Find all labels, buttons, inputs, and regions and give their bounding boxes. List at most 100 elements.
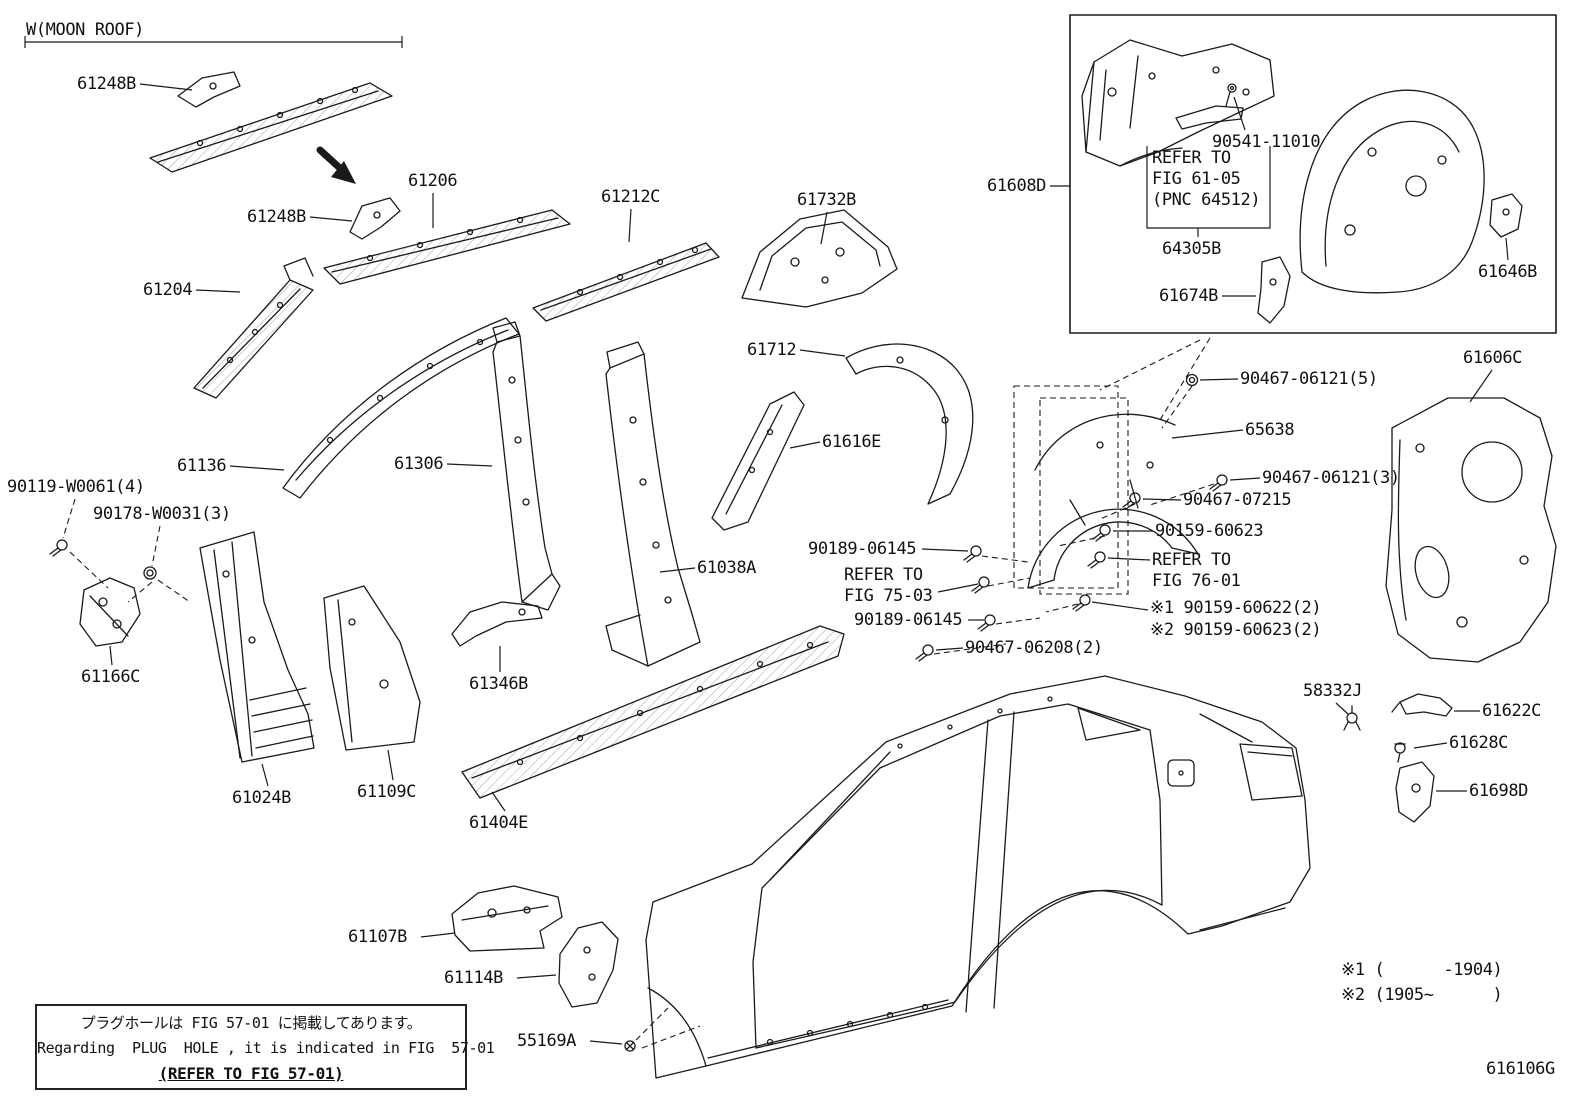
part-61248b-a-drawing — [177, 71, 241, 108]
footnote-2: ※2 (1905~ ) — [1341, 985, 1503, 1005]
label-90467-07215: 90467-07215 — [1183, 490, 1292, 510]
part-61204-drawing — [193, 257, 314, 399]
label-61628c: 61628C — [1449, 733, 1509, 753]
part-61732b-drawing — [741, 209, 898, 308]
direction-arrow-icon — [316, 146, 356, 184]
leader-lines — [24, 36, 1509, 1045]
label-61212c: 61212C — [601, 187, 661, 207]
part-61114b-drawing — [558, 921, 619, 1008]
part-65638-drawing — [1027, 413, 1199, 589]
bolt-90189-b-icon — [977, 614, 996, 632]
label-61622c: 61622C — [1482, 701, 1542, 721]
label-61107b: 61107B — [348, 927, 408, 947]
plug-hole-note-box: プラグホールは FIG 57-01 に掲載してあります。 Regarding P… — [35, 1004, 495, 1090]
part-61024b-drawing — [199, 531, 315, 763]
part-61109c-drawing — [323, 585, 421, 751]
part-61622c-drawing — [1391, 693, 1453, 717]
part-roof-rail-upper-drawing — [149, 82, 393, 173]
label-58332j: 58332J — [1303, 681, 1363, 701]
label-61136: 61136 — [177, 456, 227, 476]
part-61107b-drawing — [451, 885, 563, 952]
figure-code: 616106G — [1486, 1059, 1555, 1079]
bolt-90159-60623-icon — [1092, 524, 1111, 542]
nut-90178-icon — [143, 566, 157, 580]
label-61038a: 61038A — [697, 558, 757, 578]
refer-fig-61-05-line2: FIG 61-05 — [1152, 169, 1241, 189]
dashed-lines — [62, 337, 1215, 1049]
part-61698d-drawing — [1395, 761, 1435, 823]
bolt-90467-06121-3-icon — [1209, 474, 1228, 492]
label-61404e: 61404E — [469, 813, 529, 833]
label-61248b-b: 61248B — [247, 207, 307, 227]
label-star2-90159-60623: ※2 90159-60623(2) — [1150, 620, 1322, 640]
part-61712-drawing — [845, 343, 974, 505]
refer-fig-76-01-line2: FIG 76-01 — [1152, 571, 1241, 591]
label-64305b: 64305B — [1162, 239, 1222, 259]
label-61698d: 61698D — [1469, 781, 1529, 801]
label-61712: 61712 — [747, 340, 797, 360]
part-61212c-drawing — [532, 242, 720, 322]
label-61346b: 61346B — [469, 674, 529, 694]
label-90159-60623: 90159-60623 — [1155, 521, 1264, 541]
label-61674b: 61674B — [1159, 286, 1219, 306]
label-90467-06208: 90467-06208(2) — [965, 638, 1103, 658]
label-61608d: 61608D — [987, 176, 1047, 196]
part-61038a-drawing — [605, 341, 701, 667]
part-61306-drawing — [492, 321, 561, 611]
label-55169a: 55169A — [517, 1031, 577, 1051]
bolt-90159-star-icon — [1072, 594, 1091, 612]
label-61166c: 61166C — [81, 667, 141, 687]
label-61646b: 61646B — [1478, 262, 1538, 282]
note-line-japanese: プラグホールは FIG 57-01 に掲載してあります。 — [80, 1014, 422, 1032]
part-quarter-wheelhouse-outer-drawing — [1299, 89, 1485, 294]
label-90119-w0061: 90119-W0061(4) — [7, 477, 145, 497]
part-61674b-drawing — [1257, 256, 1291, 324]
refer-fig-75-03-line1: REFER TO — [844, 565, 923, 585]
bolt-90467-06208-icon — [915, 644, 934, 662]
label-61606c: 61606C — [1463, 348, 1523, 368]
label-61114b: 61114B — [444, 968, 504, 988]
label-61024b: 61024B — [232, 788, 292, 808]
label-90178-w0031: 90178-W0031(3) — [93, 504, 231, 524]
part-61628c-drawing — [1394, 742, 1406, 763]
bolt-refer-7601-icon — [1087, 551, 1106, 569]
footnote-1: ※1 ( -1904) — [1341, 960, 1503, 980]
moon-roof-bracket — [24, 36, 403, 48]
refer-6105-bracket — [1146, 146, 1271, 237]
label-61616e: 61616E — [822, 432, 882, 452]
refer-fig-76-01-line1: REFER TO — [1152, 550, 1231, 570]
part-90541-drawing — [1175, 105, 1244, 130]
part-61404e-drawing — [461, 625, 845, 799]
note-line-english: Regarding PLUG HOLE , it is indicated in… — [37, 1039, 495, 1057]
label-90467-06121-5: 90467-06121(5) — [1240, 369, 1378, 389]
label-61206: 61206 — [408, 171, 458, 191]
label-90541-11010: 90541-11010 — [1212, 132, 1321, 152]
part-61206-drawing — [323, 209, 571, 285]
bolt-90119-icon — [49, 539, 68, 557]
part-58332j-drawing — [1343, 705, 1361, 731]
bolt-90189-a-icon — [963, 545, 982, 563]
part-61616e-drawing — [711, 391, 805, 531]
grommet-90467-06121-5-icon — [1185, 373, 1199, 387]
part-61346b-drawing — [451, 601, 543, 647]
note-line-refer: (REFER TO FIG 57-01) — [158, 1064, 344, 1083]
label-61306: 61306 — [394, 454, 444, 474]
part-61646b-drawing — [1489, 193, 1523, 238]
screw-55169a-icon — [624, 1040, 636, 1052]
refer-fig-61-05-line1: REFER TO — [1152, 148, 1231, 168]
part-61248b-b-drawing — [349, 197, 401, 240]
label-90467-06121-3: 90467-06121(3) — [1262, 468, 1400, 488]
label-61109c: 61109C — [357, 782, 417, 802]
side-body-outline-drawing — [645, 675, 1311, 1079]
fastener-bolts — [49, 373, 1228, 1052]
part-61606c-drawing — [1385, 397, 1557, 663]
bolt-90467-07215-icon — [1122, 492, 1141, 510]
label-61248b-a: 61248B — [77, 74, 137, 94]
label-star1-90159-60622: ※1 90159-60622(2) — [1150, 598, 1322, 618]
part-61608d-box — [1069, 14, 1557, 334]
refer-fig-61-05-line3: (PNC 64512) — [1152, 190, 1261, 210]
moon-roof-note: W(MOON ROOF) — [26, 20, 145, 40]
label-90189-06145-b: 90189-06145 — [854, 610, 963, 630]
